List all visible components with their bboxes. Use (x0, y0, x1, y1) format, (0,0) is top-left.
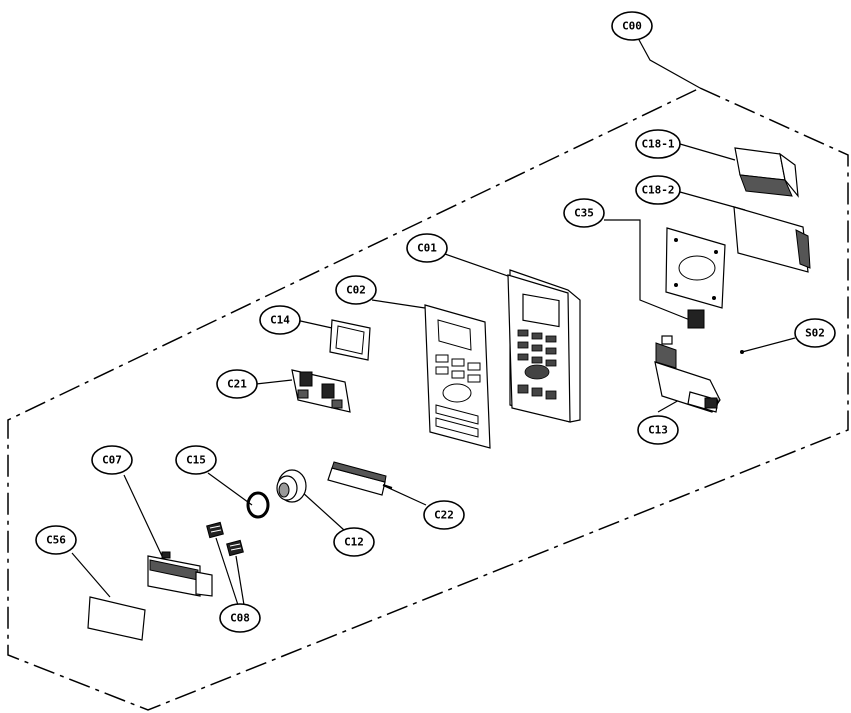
label-c01-text: C01 (417, 242, 437, 255)
label-c08: C08 (219, 603, 261, 633)
label-c35: C35 (563, 198, 605, 228)
part-c12 (276, 469, 307, 503)
parts (87, 147, 811, 641)
label-c07: C07 (91, 445, 133, 475)
part-c35 (665, 227, 726, 329)
part-c56 (87, 596, 146, 641)
label-c07-text: C07 (102, 454, 122, 467)
label-c12: C12 (333, 527, 375, 557)
label-c14: C14 (259, 305, 301, 335)
label-c15: C15 (175, 445, 217, 475)
label-c08-text: C08 (230, 612, 250, 625)
label-c12-text: C12 (344, 536, 364, 549)
part-c21 (291, 369, 351, 413)
part-c07 (147, 551, 213, 597)
label-c21-text: C21 (227, 378, 247, 391)
label-c21: C21 (216, 369, 258, 399)
label-c18-2: C18-2 (635, 175, 681, 205)
label-s02-text: S02 (805, 327, 825, 340)
part-c13 (654, 335, 721, 413)
label-c15-text: C15 (186, 454, 206, 467)
part-c14 (329, 319, 371, 361)
label-c01: C01 (406, 233, 448, 263)
label-c00: C00 (611, 11, 653, 41)
part-c02 (424, 304, 491, 449)
label-c56: C56 (35, 525, 77, 555)
part-c18-2 (733, 206, 811, 273)
label-c00-text: C00 (622, 20, 642, 33)
label-c35-text: C35 (574, 207, 594, 220)
label-c22: C22 (423, 500, 465, 530)
label-c02: C02 (335, 275, 377, 305)
label-c13-text: C13 (648, 424, 668, 437)
label-c22-text: C22 (434, 509, 454, 522)
part-c01 (507, 269, 581, 423)
label-c56-text: C56 (46, 534, 66, 547)
label-c18-1-text: C18-1 (641, 138, 674, 151)
label-c02-text: C02 (346, 284, 366, 297)
label-c13: C13 (637, 415, 679, 445)
label-s02: S02 (794, 318, 836, 348)
part-c15 (246, 491, 270, 519)
label-c18-1: C18-1 (635, 129, 681, 159)
part-c22 (327, 461, 393, 496)
assembly-outline (7, 87, 849, 711)
part-s02 (740, 350, 744, 354)
label-c14-text: C14 (270, 314, 290, 327)
part-c18-1 (734, 147, 799, 198)
part-c08 (206, 521, 244, 557)
label-c18-2-text: C18-2 (641, 184, 674, 197)
